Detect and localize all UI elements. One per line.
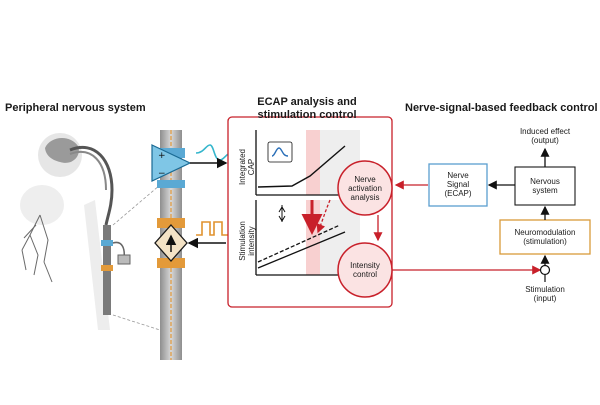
zoom-line-top — [112, 184, 161, 226]
induced-effect-label: Induced effect (output) — [505, 127, 585, 145]
analysis-label-line1: Nerve — [354, 175, 376, 184]
pulse-glyph-down — [278, 215, 286, 222]
amplifier: + − — [151, 144, 192, 182]
implant-band-orange — [101, 265, 113, 271]
current-source — [154, 224, 188, 262]
lower-ylabel-line1: Stimulation — [238, 221, 247, 261]
nervous-system-box — [514, 166, 576, 206]
heading-ecap-line2: stimulation control — [257, 109, 357, 121]
analysis-circle-label: Nerve activation analysis — [338, 175, 392, 202]
neuromodulation-label: Neuromodulation (stimulation) — [500, 228, 590, 246]
stimulation-ring-2 — [157, 258, 185, 268]
stimulation-line1: Stimulation — [525, 285, 565, 294]
pulse-glyph-up — [278, 206, 286, 213]
neuromodulation-box — [499, 219, 591, 255]
ecap-mini-wave — [271, 147, 289, 157]
lower-intensity-dashed — [257, 224, 341, 263]
nerve-signal-label: Nerve Signal (ECAP) — [429, 171, 487, 198]
analysis-label-line2: activation — [348, 184, 382, 193]
heading-ecap-line1: ECAP analysis and — [257, 96, 357, 108]
induced-line1: Induced effect — [519, 127, 571, 136]
body-illustration — [20, 133, 161, 331]
neuromodulation-line1: Neuromodulation — [514, 228, 576, 237]
brain-shape — [45, 137, 79, 163]
stimulation-line2: (input) — [533, 294, 557, 303]
stimulation-input-label: Stimulation (input) — [505, 285, 585, 303]
nervous-system-line1: Nervous — [530, 177, 560, 186]
zoom-line-bottom — [112, 314, 161, 331]
analysis-label-line3: analysis — [350, 193, 380, 202]
upper-red-band — [306, 130, 320, 195]
amp-plus-sign: + — [158, 151, 166, 161]
nervous-system-line2: system — [532, 186, 558, 195]
nervous-system-label: Nervous system — [515, 177, 575, 195]
lower-intensity-line — [257, 231, 346, 269]
lower-ylabel: Stimulation intensity — [238, 208, 256, 274]
stimulation-ring-1 — [157, 218, 185, 228]
lower-ylabel-line2: intensity — [247, 226, 256, 256]
neuromodulation-line2: (stimulation) — [523, 237, 567, 246]
upper-ylabel-line2: CAP — [247, 158, 256, 176]
stimulation-input-node — [539, 264, 551, 276]
nerve-branch — [69, 151, 107, 191]
control-label-line2: control — [352, 270, 377, 279]
heading-peripheral: Peripheral nervous system — [5, 102, 146, 114]
ecap-icon-box — [267, 141, 293, 163]
ecap-waveform-icon — [195, 144, 233, 161]
upper-cap-curve — [257, 145, 346, 188]
nerve-branches — [21, 214, 53, 283]
heading-ecap: ECAP analysis and stimulation control — [232, 96, 382, 122]
recording-ring-1 — [157, 148, 185, 158]
control-circle-label: Intensity control — [338, 261, 392, 279]
control-label-line1: Intensity — [350, 261, 380, 270]
torso-silhouette — [20, 185, 64, 225]
nerve-line — [69, 145, 114, 226]
recording-ring-2 — [157, 180, 185, 188]
amplifier-triangle — [151, 144, 192, 182]
nerve-signal-line3: (ECAP) — [444, 189, 472, 198]
implant-band-blue — [101, 240, 113, 246]
implant-box — [117, 254, 131, 265]
upper-ylabel: Integrated CAP — [238, 137, 256, 197]
stimulation-pulse-icon — [196, 221, 232, 236]
upper-ylabel-line1: Integrated — [238, 148, 247, 186]
heading-feedback: Nerve-signal-based feedback control — [405, 102, 598, 114]
amp-minus-sign: − — [158, 169, 166, 179]
analysis-circle — [337, 160, 393, 216]
nerve-signal-line1: Nerve — [447, 171, 469, 180]
nerve-signal-line2: Signal — [446, 180, 470, 189]
induced-line2: (output) — [531, 136, 559, 145]
nerve-signal-box — [428, 163, 488, 207]
